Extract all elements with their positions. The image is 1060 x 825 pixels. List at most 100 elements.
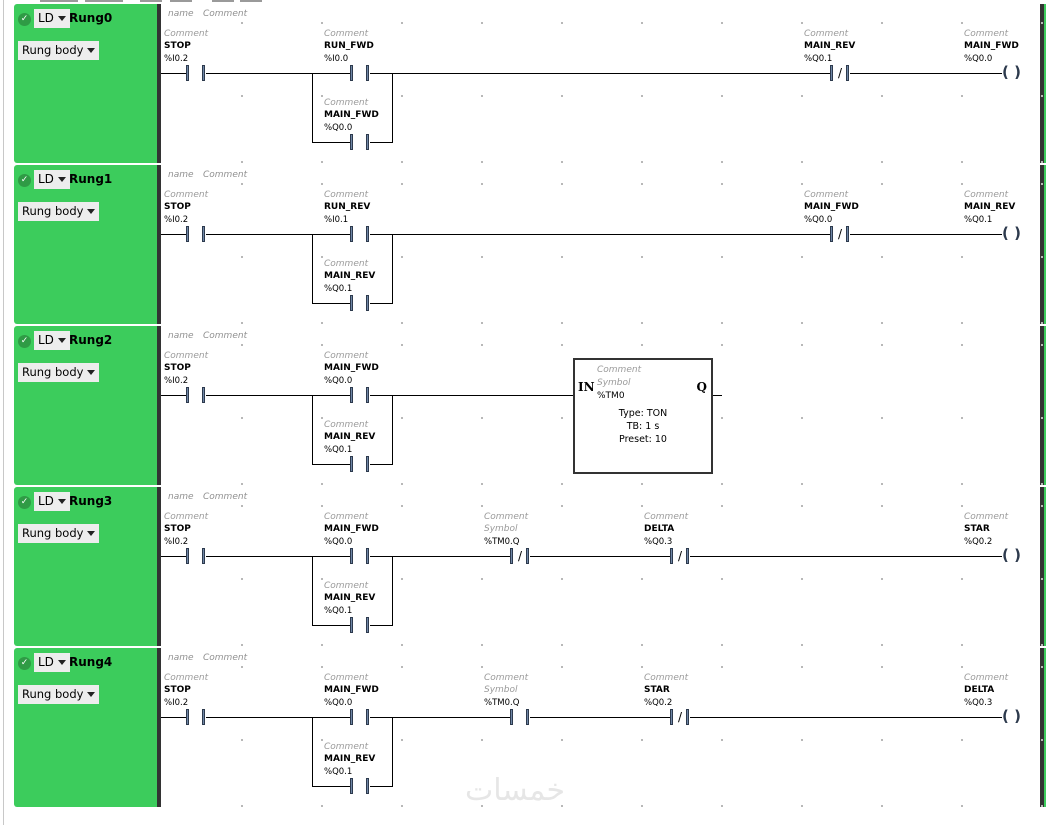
rung-section-dropdown[interactable]: Rung body [18, 202, 100, 221]
element-address[interactable]: %Q0.1 [324, 606, 353, 616]
element-comment[interactable]: Comment [324, 512, 369, 522]
element-symbol[interactable]: MAIN_FWD [324, 524, 379, 534]
element-symbol[interactable]: STOP [164, 685, 191, 695]
rung-comment-field[interactable]: Comment [203, 331, 248, 341]
normally-open-contact-icon[interactable] [346, 226, 374, 242]
rung-name-field[interactable]: name [168, 492, 194, 502]
element-comment[interactable]: Comment [324, 673, 369, 683]
element-comment[interactable]: Comment [164, 29, 209, 39]
coil-icon[interactable]: ( ) [1002, 707, 1021, 725]
timer-comment[interactable]: Comment [597, 365, 642, 375]
element-comment[interactable]: Comment [484, 512, 529, 522]
rung-name-field[interactable]: name [168, 331, 194, 341]
element-address[interactable]: %Q0.3 [644, 537, 673, 547]
language-dropdown[interactable]: LD [34, 492, 70, 511]
rung-comment-field[interactable]: Comment [203, 9, 248, 19]
element-comment[interactable]: Comment [804, 29, 849, 39]
element-address[interactable]: %Q0.1 [964, 215, 993, 225]
language-dropdown[interactable]: LD [34, 331, 70, 350]
element-symbol[interactable]: STAR [964, 524, 990, 534]
element-symbol[interactable]: STOP [164, 202, 191, 212]
element-symbol[interactable]: MAIN_FWD [324, 110, 379, 120]
element-address[interactable]: %I0.2 [164, 537, 189, 547]
element-comment[interactable]: Comment [164, 190, 209, 200]
element-comment[interactable]: Comment [164, 351, 209, 361]
normally-open-contact-icon[interactable] [346, 295, 374, 311]
element-address[interactable]: %I0.2 [164, 215, 189, 225]
normally-open-contact-icon[interactable] [182, 387, 210, 403]
element-symbol[interactable]: MAIN_FWD [324, 685, 379, 695]
element-address[interactable]: %Q0.0 [964, 54, 993, 64]
element-comment[interactable]: Comment [324, 742, 369, 752]
timer-symbol[interactable]: Symbol [597, 378, 631, 388]
element-symbol[interactable]: MAIN_REV [324, 593, 376, 603]
element-address[interactable]: %TM0.Q [484, 698, 520, 708]
element-address[interactable]: %I0.2 [164, 376, 189, 386]
rung-name-field[interactable]: name [168, 653, 194, 663]
rung-section-dropdown[interactable]: Rung body [18, 524, 100, 543]
language-dropdown[interactable]: LD [34, 9, 70, 28]
normally-open-contact-icon[interactable] [346, 65, 374, 81]
normally-open-contact-icon[interactable] [346, 617, 374, 633]
element-address[interactable]: %Q0.2 [644, 698, 673, 708]
normally-open-contact-icon[interactable] [346, 778, 374, 794]
element-address[interactable]: %Q0.0 [324, 698, 353, 708]
element-symbol[interactable]: DELTA [964, 685, 995, 695]
element-symbol[interactable]: STOP [164, 363, 191, 373]
coil-icon[interactable]: ( ) [1002, 224, 1021, 242]
rung-title[interactable]: Rung1 [69, 172, 113, 186]
element-comment[interactable]: Comment [484, 673, 529, 683]
element-symbol[interactable]: MAIN_REV [324, 271, 376, 281]
element-comment[interactable]: Comment [964, 190, 1009, 200]
element-comment[interactable]: Comment [964, 673, 1009, 683]
element-comment[interactable]: Comment [164, 512, 209, 522]
normally-open-contact-icon[interactable] [182, 65, 210, 81]
element-comment[interactable]: Comment [324, 581, 369, 591]
rung-comment-field[interactable]: Comment [203, 170, 248, 180]
element-address[interactable]: %Q0.1 [324, 767, 353, 777]
element-symbol[interactable]: RUN_FWD [324, 41, 374, 51]
normally-open-contact-icon[interactable] [346, 548, 374, 564]
element-symbol[interactable]: DELTA [644, 524, 675, 534]
element-symbol[interactable]: STAR [644, 685, 670, 695]
element-comment[interactable]: Comment [324, 351, 369, 361]
rung-title[interactable]: Rung0 [69, 11, 113, 25]
rung-title[interactable]: Rung4 [69, 655, 113, 669]
rung-section-dropdown[interactable]: Rung body [18, 41, 100, 60]
element-address[interactable]: %I0.0 [324, 54, 349, 64]
normally-closed-contact-icon[interactable]: / [826, 226, 854, 242]
element-symbol[interactable]: MAIN_FWD [324, 363, 379, 373]
element-address[interactable]: %Q0.1 [324, 284, 353, 294]
element-address[interactable]: %Q0.0 [324, 376, 353, 386]
element-comment[interactable]: Comment [324, 259, 369, 269]
normally-closed-contact-icon[interactable]: / [666, 709, 694, 725]
normally-closed-contact-icon[interactable]: / [506, 548, 534, 564]
element-comment[interactable]: Comment [324, 190, 369, 200]
element-comment[interactable]: Comment [964, 29, 1009, 39]
element-comment[interactable]: Comment [324, 29, 369, 39]
rung-name-field[interactable]: name [168, 9, 194, 19]
normally-open-contact-icon[interactable] [346, 456, 374, 472]
rung-section-dropdown[interactable]: Rung body [18, 685, 100, 704]
element-comment[interactable]: Comment [324, 98, 369, 108]
element-comment[interactable]: Comment [324, 420, 369, 430]
element-comment[interactable]: Comment [804, 190, 849, 200]
rung-section-dropdown[interactable]: Rung body [18, 363, 100, 382]
element-comment[interactable]: Comment [644, 512, 689, 522]
rung-name-field[interactable]: name [168, 170, 194, 180]
element-address[interactable]: %Q0.0 [804, 215, 833, 225]
element-symbol[interactable]: STOP [164, 41, 191, 51]
element-address[interactable]: %TM0.Q [484, 537, 520, 547]
element-address[interactable]: %Q0.2 [964, 537, 993, 547]
element-address[interactable]: %I0.2 [164, 698, 189, 708]
element-comment[interactable]: Comment [964, 512, 1009, 522]
language-dropdown[interactable]: LD [34, 170, 70, 189]
language-dropdown[interactable]: LD [34, 653, 70, 672]
normally-open-contact-icon[interactable] [346, 134, 374, 150]
element-symbol[interactable]: RUN_REV [324, 202, 371, 212]
